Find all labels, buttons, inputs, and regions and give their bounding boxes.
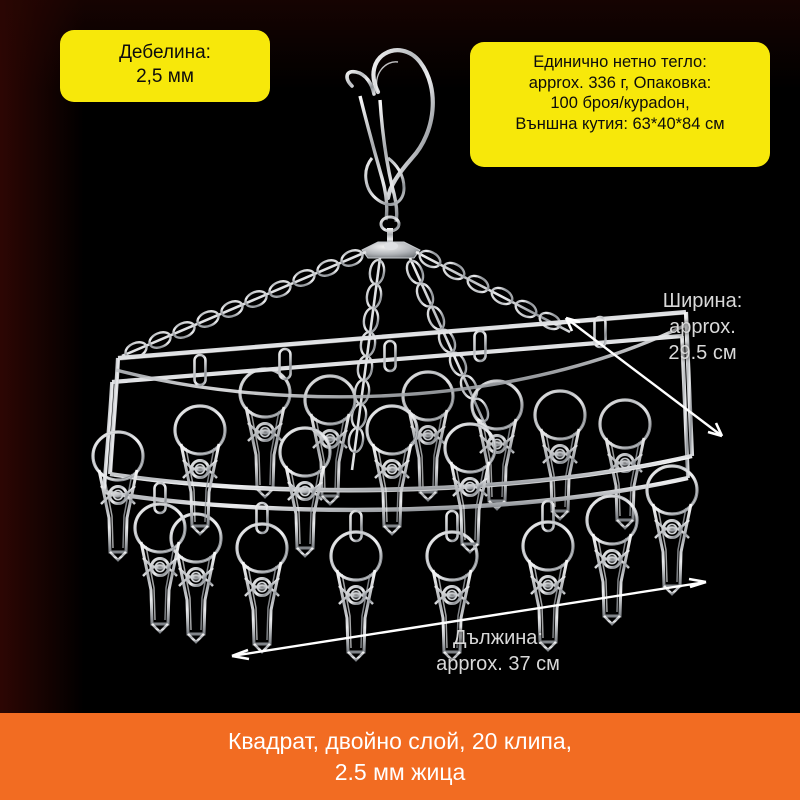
width-label-line-2: approx. <box>669 316 736 338</box>
width-label-line-3: 29.5 см <box>668 342 737 364</box>
weight-badge-line-2: approx. 336 г, Опаковка: <box>528 73 712 92</box>
length-label-line-2: approx. 37 см <box>436 653 560 675</box>
width-dimension-label: Ширина: approx. 29.5 см <box>620 288 785 366</box>
weight-badge-line-1: Единично нетно тегло: <box>533 53 707 71</box>
clip-group-right-edge <box>585 464 699 626</box>
footer-banner: Квадрат, двойно слой, 20 клипа, 2.5 мм ж… <box>0 713 800 800</box>
thickness-badge-line-2: 2,5 мм <box>136 65 194 87</box>
width-dimension-arrow <box>564 316 724 438</box>
thickness-badge-line-1: Дебелина: <box>119 42 211 63</box>
weight-packaging-badge: Единично нетно тегло: approx. 336 г, Опа… <box>470 42 770 167</box>
product-image <box>91 48 724 662</box>
footer-line-1: Квадрат, двойно слой, 20 клипа, <box>227 728 573 755</box>
length-dimension-arrow <box>231 577 707 661</box>
hook-assembly <box>345 48 435 259</box>
length-dimension-label: Дължина: approx. 37 см <box>398 625 598 677</box>
weight-badge-line-3: 100 броя/кypadoн, <box>550 94 690 113</box>
weight-badge-line-4: Външна кутия: 63*40*84 см <box>515 114 725 133</box>
footer-line-2: 2.5 мм жица <box>334 758 466 785</box>
width-label-line-1: Ширина: <box>662 290 743 312</box>
thickness-badge: Дебелина: 2,5 мм <box>60 30 270 102</box>
length-label-line-1: Дължина: <box>453 627 543 649</box>
